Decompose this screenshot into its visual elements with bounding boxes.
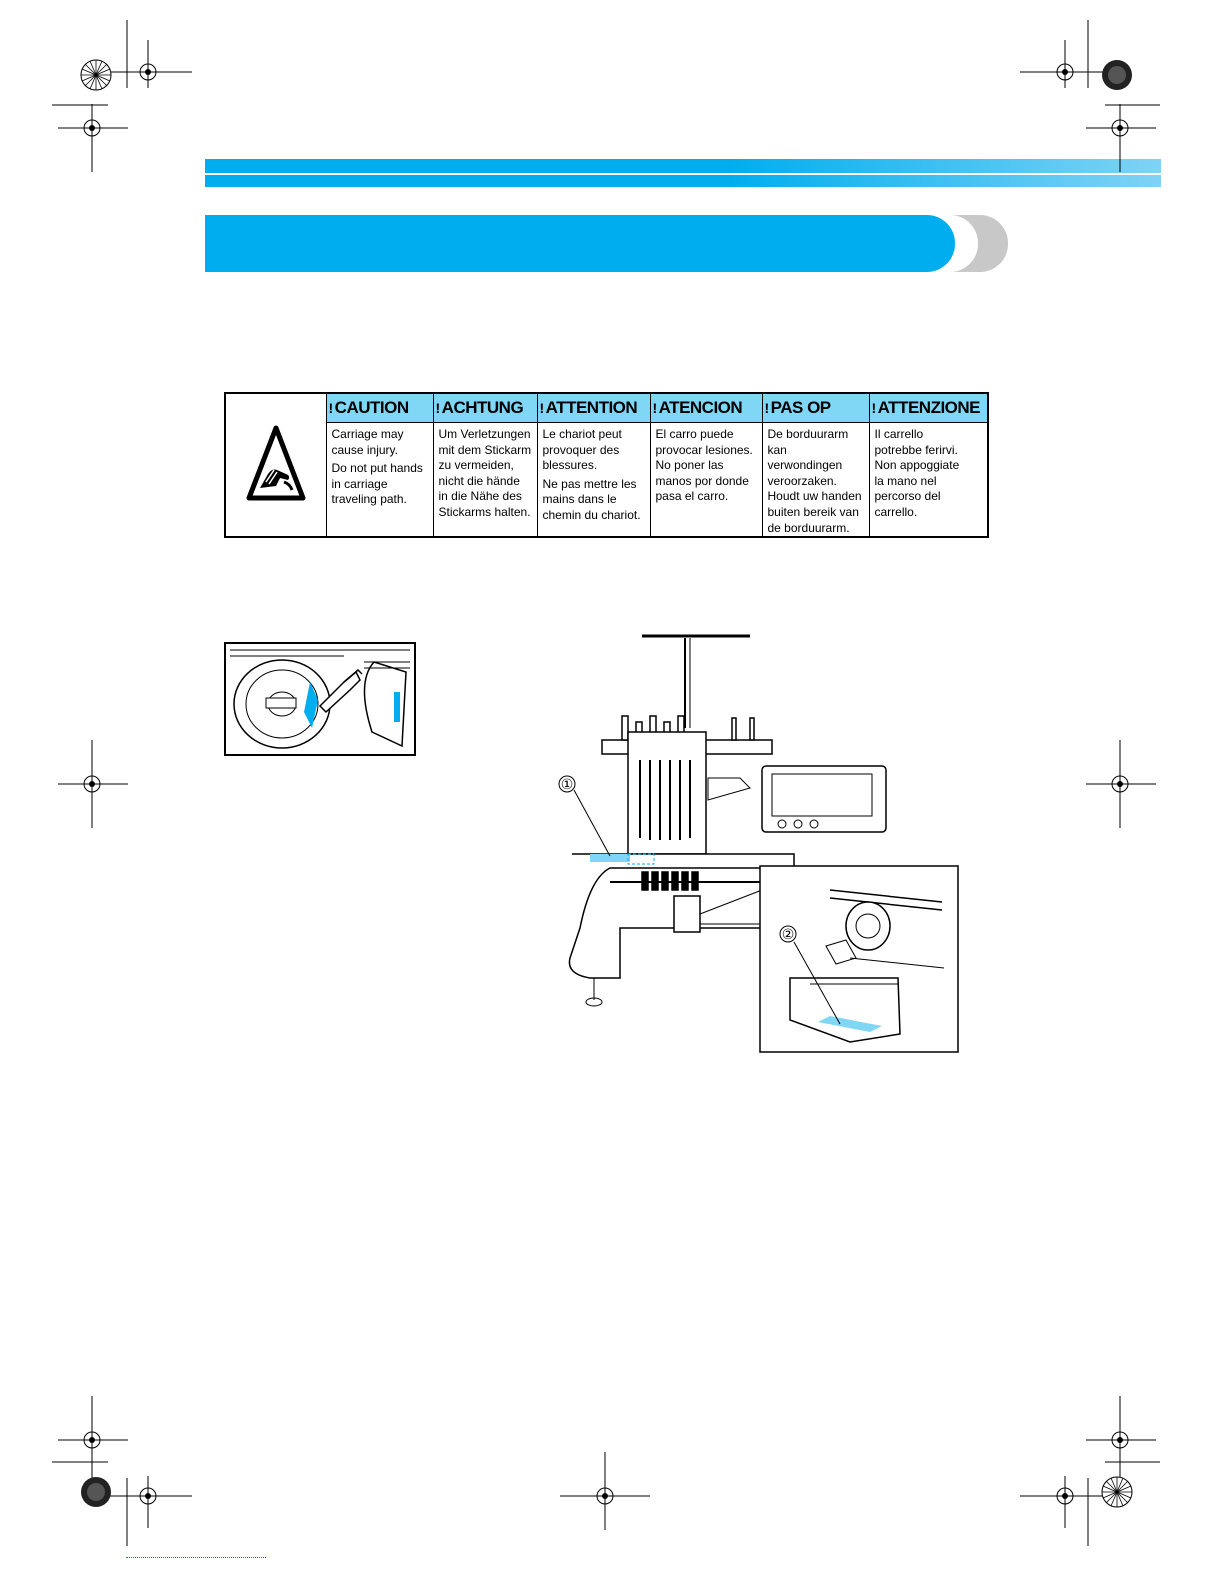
attenzione-text: Il carrello potrebbe ferirvi. Non appogg… (868, 422, 989, 538)
warning-icon: ! (871, 400, 877, 416)
attention-heading: !ATTENTION (536, 392, 651, 423)
embroidery-machine-illustration: ① ② (558, 634, 959, 1053)
oiling-hook-illustration (224, 642, 416, 756)
caution-label: !CAUTION !ACHTUNG !ATTENTION !ATENCION !… (224, 392, 989, 539)
warning-icon: ! (328, 400, 334, 416)
caution-heading: !CAUTION (325, 392, 434, 423)
hazard-cell (224, 392, 327, 538)
pasop-text: De borduurarm kan verwondingen veroorzak… (761, 422, 870, 538)
callout-1-label: ① (561, 777, 574, 793)
atencion-text: El carro puede provocar lesiones. No pon… (649, 422, 763, 538)
header-stripe-top (205, 159, 1161, 173)
warning-icon: ! (435, 400, 441, 416)
header-stripe-bottom (205, 175, 1161, 187)
atencion-heading: !ATENCION (649, 392, 763, 423)
footer-rule (126, 1556, 266, 1558)
section-title-bar (205, 215, 955, 272)
callout-2-label: ② (782, 927, 795, 943)
achtung-text: Um Verletzungen mit dem Stickarm zu verm… (432, 422, 538, 538)
warning-icon: ! (539, 400, 545, 416)
warning-icon: ! (764, 400, 770, 416)
warning-icon: ! (652, 400, 658, 416)
pasop-heading: !PAS OP (761, 392, 870, 423)
achtung-heading: !ACHTUNG (432, 392, 538, 423)
hand-pinch-hazard-icon (246, 425, 306, 501)
